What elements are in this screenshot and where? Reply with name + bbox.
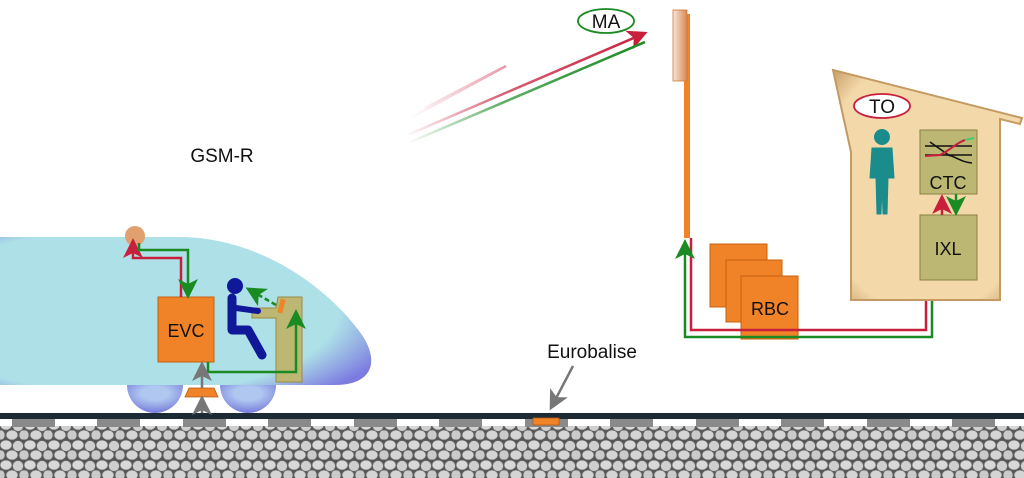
ctc-label: CTC [930, 173, 967, 193]
gsmr-mast [684, 14, 690, 238]
track-layout-icon [924, 137, 975, 164]
evc-to-antenna-arrow [123, 238, 183, 297]
track [0, 413, 1024, 478]
antenna-dome [125, 226, 145, 246]
dmi-screen [277, 298, 286, 314]
rbc-stack: RBC [709, 243, 799, 340]
mast-to-ixl-line [689, 238, 936, 332]
gsmr-label: GSM-R [190, 146, 253, 167]
rbc-label: RBC [751, 299, 789, 319]
sleepers [12, 419, 995, 427]
rbc-box [740, 275, 799, 340]
train: EVC [0, 226, 372, 415]
rail [0, 413, 1024, 419]
ixl-box [919, 214, 978, 281]
to-badge [853, 93, 911, 119]
dmi-to-driver-arrow [245, 287, 277, 307]
operator-person-icon [869, 129, 895, 215]
evc-label: EVC [167, 321, 204, 341]
eurobalise [532, 417, 560, 426]
to-label: TO [869, 97, 895, 118]
ixl-to-mast-line [675, 239, 934, 339]
ma-label: MA [592, 12, 621, 33]
ixl-label: IXL [934, 239, 961, 259]
ballast [0, 426, 1024, 478]
ma-badge [577, 8, 635, 34]
balise-reader [184, 387, 219, 398]
eurobalise-label: Eurobalise [547, 342, 637, 363]
radio-fade-arrow [409, 64, 507, 120]
wheel-right [220, 385, 276, 413]
antenna-to-evc-arrow [137, 243, 198, 299]
control-center-building: TO CTC IXL [831, 68, 1024, 301]
radio-uplink-arrow [404, 30, 648, 138]
eurobalise-pointer-arrow [549, 365, 575, 411]
wheel-left [127, 385, 183, 413]
radio-downlink-line [407, 40, 646, 145]
driver-figure [227, 278, 267, 360]
mast-antenna-panel [672, 9, 688, 82]
